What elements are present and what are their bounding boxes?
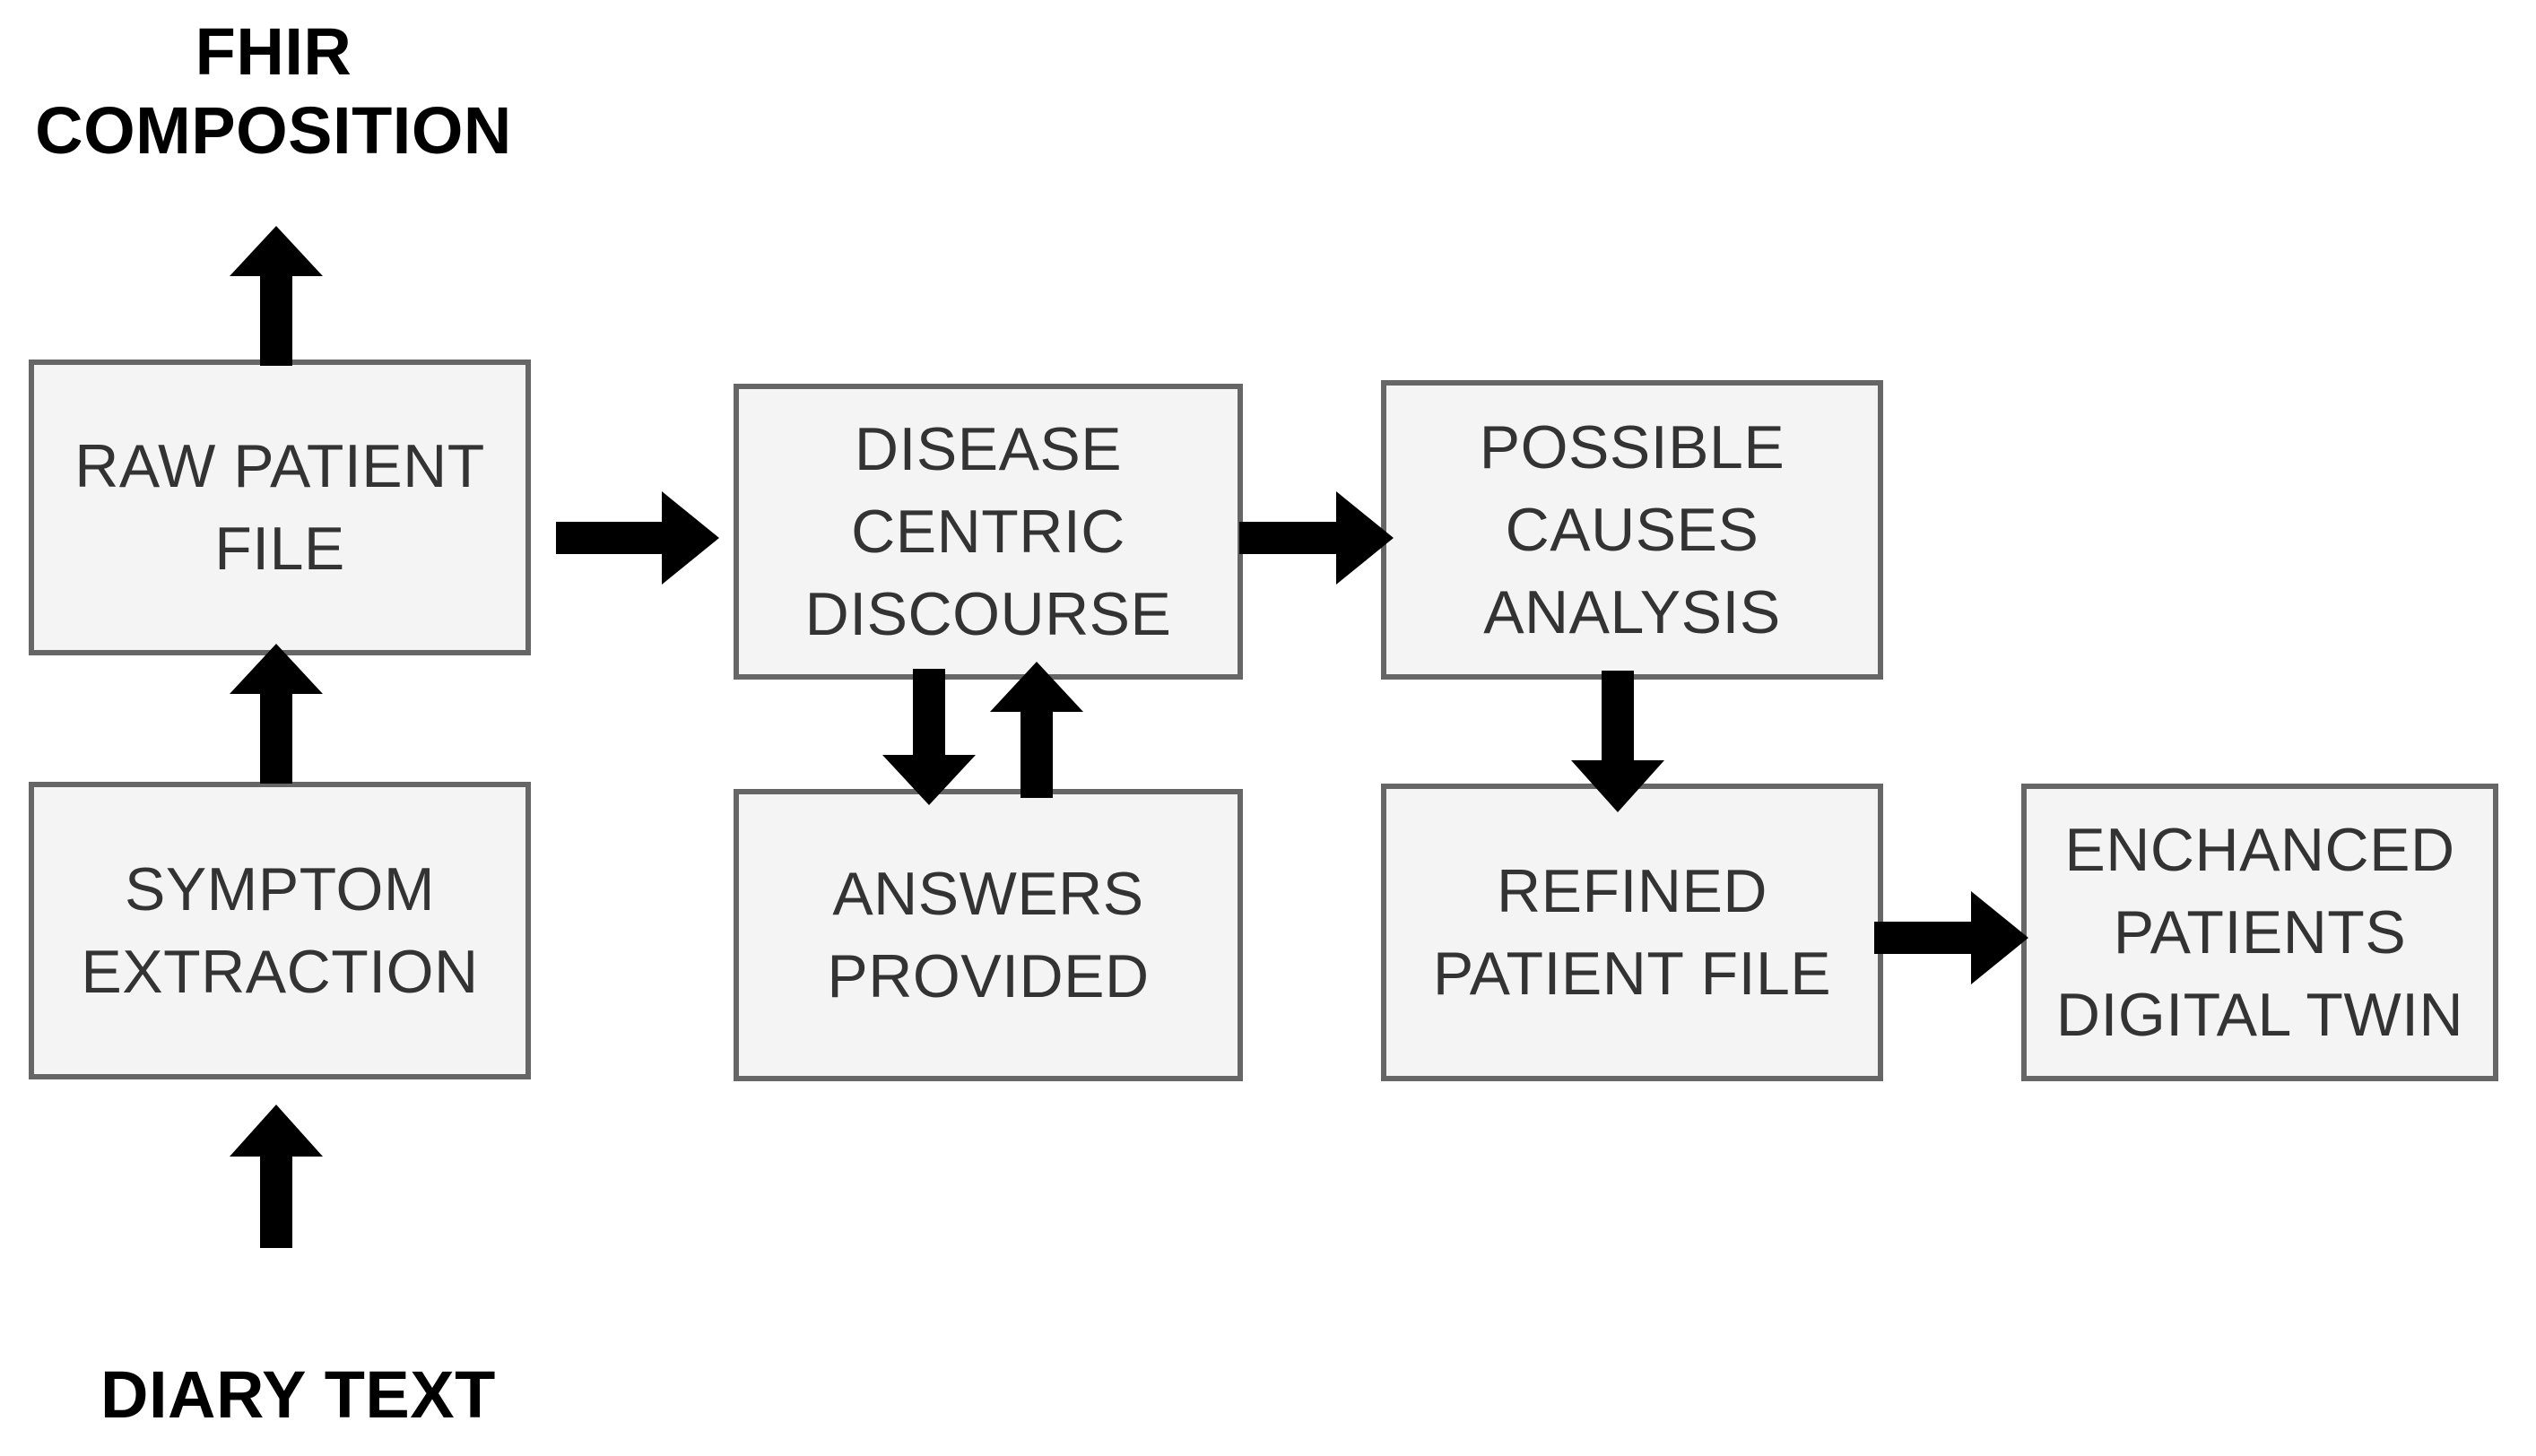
label-fhir-composition: FHIR COMPOSITION [35,14,512,168]
node-symptom-extraction[interactable]: SYMPTOM EXTRACTION [29,782,531,1079]
arrow-raw-patient-file-to-disease-centric-discourse [556,491,719,585]
node-answers-provided[interactable]: ANSWERS PROVIDED [734,789,1243,1081]
node-raw-patient-file[interactable]: RAW PATIENT FILE [29,360,531,655]
arrow-disease-centric-discourse-to-answers-provided [882,669,976,805]
node-enchanced-patients-digital-twin[interactable]: ENCHANCED PATIENTS DIGITAL TWIN [2021,784,2498,1081]
label-diary-text: DIARY TEXT [100,1357,496,1432]
arrow-raw-patient-file-to-fhir-composition [230,226,323,366]
arrow-disease-centric-discourse-to-possible-causes-analysis [1239,491,1394,585]
arrow-possible-causes-analysis-to-refined-patient-file [1571,671,1664,812]
node-possible-causes-analysis[interactable]: POSSIBLE CAUSES ANALYSIS [1381,380,1883,680]
node-disease-centric-discourse[interactable]: DISEASE CENTRIC DISCOURSE [734,384,1243,680]
arrow-refined-patient-file-to-enchanced-patients-digital-twin [1874,891,2028,984]
arrow-diary-text-to-symptom-extraction [230,1105,323,1248]
arrow-symptom-extraction-to-raw-patient-file [230,644,323,784]
node-refined-patient-file[interactable]: REFINED PATIENT FILE [1381,784,1883,1081]
arrow-answers-provided-to-disease-centric-discourse [990,662,1083,798]
